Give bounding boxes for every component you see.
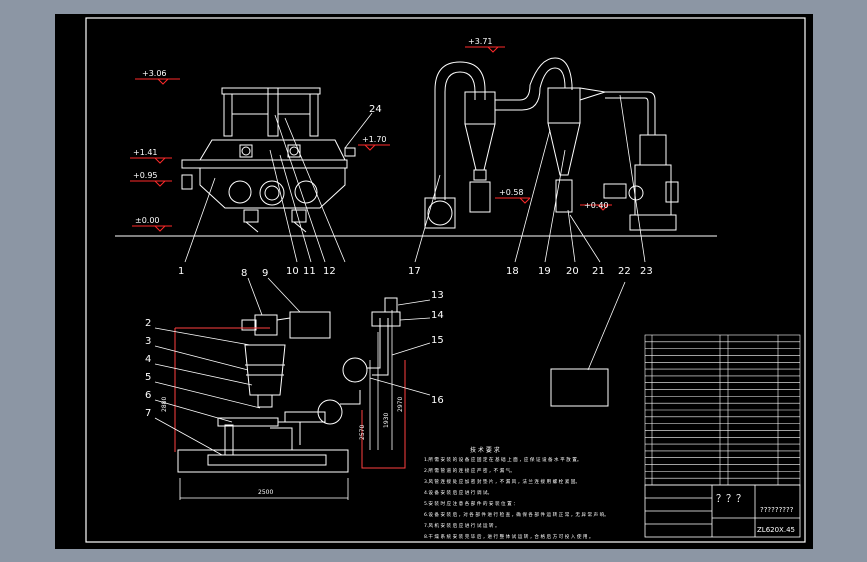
- tech-requirement-line: 7.风 机 安 装 后 应 进 行 试 运 转 。: [424, 522, 500, 529]
- dimension-label: 2880: [161, 397, 168, 412]
- drawing-sheet: [55, 14, 813, 549]
- title-block-drawing-name: ?????????: [760, 506, 794, 514]
- title-block-mark: ？？？: [716, 494, 746, 505]
- part-number: 9: [262, 268, 268, 279]
- elevation-markers: [130, 46, 612, 232]
- title-block-text: ？？？ ????????? ZL620X.45: [716, 494, 795, 534]
- dimension-label: 1930: [383, 413, 390, 428]
- dimension-label: 2970: [397, 397, 404, 412]
- elevation-label: ±0.00: [135, 216, 160, 225]
- drawing-frame: [85, 17, 806, 543]
- part-number: 14: [431, 310, 444, 321]
- title-block: [644, 484, 801, 538]
- part-number: 16: [431, 395, 444, 406]
- elevation-label: +1.70: [362, 135, 387, 144]
- elevation-labels: +3.06 +1.41 +0.95 ±0.00 +1.70 +3.71 +0.5…: [133, 37, 609, 225]
- part-number: 11: [303, 266, 316, 277]
- part-number: 3: [145, 336, 151, 347]
- legend-box: [550, 368, 609, 407]
- title-block-drawing-code: ZL620X.45: [757, 526, 795, 534]
- tech-requirement-line: 1.所 需 安 装 的 设 备 应 固 定 在 基 础 上 面 ，应 保 证 设…: [424, 456, 581, 463]
- tech-requirement-line: 5.安 装 时 应 注 意 各 部 件 的 安 装 位 置 ：: [424, 500, 518, 507]
- tech-requirements-title: 技 术 要 求: [470, 446, 500, 454]
- dimension-labels: 2880 2500 2970 1930 2570: [161, 397, 404, 496]
- part-number: 13: [431, 290, 444, 301]
- cyclone-ducting: [424, 57, 679, 231]
- part-number-labels: 1 2 3 4 5 6 7 8 9 10 11 12 13 14 15 16 1…: [145, 104, 653, 419]
- tech-requirement-line: 8.干 燥 系 统 安 装 完 毕 后 ，进 行 整 体 试 运 转 ，合 格 …: [424, 533, 594, 540]
- part-number: 24: [369, 104, 382, 115]
- tech-requirement-line: 3.风 管 连 接 处 应 加 密 封 垫 片 ，不 漏 风 ，法 兰 连 接 …: [424, 478, 580, 485]
- part-number: 15: [431, 335, 444, 346]
- elevation-label: +0.58: [499, 188, 524, 197]
- part-number: 10: [286, 266, 299, 277]
- elevation-label: +0.95: [133, 171, 158, 180]
- elevation-label: +3.71: [468, 37, 493, 46]
- part-number: 4: [145, 354, 151, 365]
- dimension-label: 2570: [359, 425, 366, 440]
- part-number: 17: [408, 266, 421, 277]
- part-number: 23: [640, 266, 653, 277]
- elevation-label: +0.40: [584, 201, 609, 210]
- elevation-label: +3.06: [142, 69, 167, 78]
- dimension-lines: [179, 310, 393, 500]
- part-number: 18: [506, 266, 519, 277]
- part-number: 6: [145, 390, 151, 401]
- part-number: 8: [241, 268, 247, 279]
- dimension-label: 2500: [258, 489, 273, 496]
- red-guide-lines: [174, 327, 406, 469]
- part-number: 12: [323, 266, 336, 277]
- part-number: 1: [178, 266, 184, 277]
- part-number: 2: [145, 318, 151, 329]
- tech-requirement-line: 4.设 备 安 装 后 应 进 行 调 试。: [424, 489, 492, 496]
- tech-requirement-line: 2.所 需 管 道 的 连 接 应 严 密 ，不 漏 气。: [424, 467, 515, 474]
- flash-dryer-layout: [177, 297, 401, 473]
- part-number: 7: [145, 408, 151, 419]
- part-number: 5: [145, 372, 151, 383]
- callout-leaders: [154, 94, 646, 456]
- elevation-label: +1.41: [133, 148, 158, 157]
- part-number: 21: [592, 266, 605, 277]
- part-number: 20: [566, 266, 579, 277]
- technical-requirements: 技 术 要 求 1.所 需 安 装 的 设 备 应 固 定 在 基 础 上 面 …: [424, 446, 609, 540]
- tech-requirement-line: 6.设 备 安 装 后 ，对 各 部 件 进 行 检 查 ，确 保 各 部 件 …: [424, 511, 609, 518]
- part-number: 19: [538, 266, 551, 277]
- part-number: 22: [618, 266, 631, 277]
